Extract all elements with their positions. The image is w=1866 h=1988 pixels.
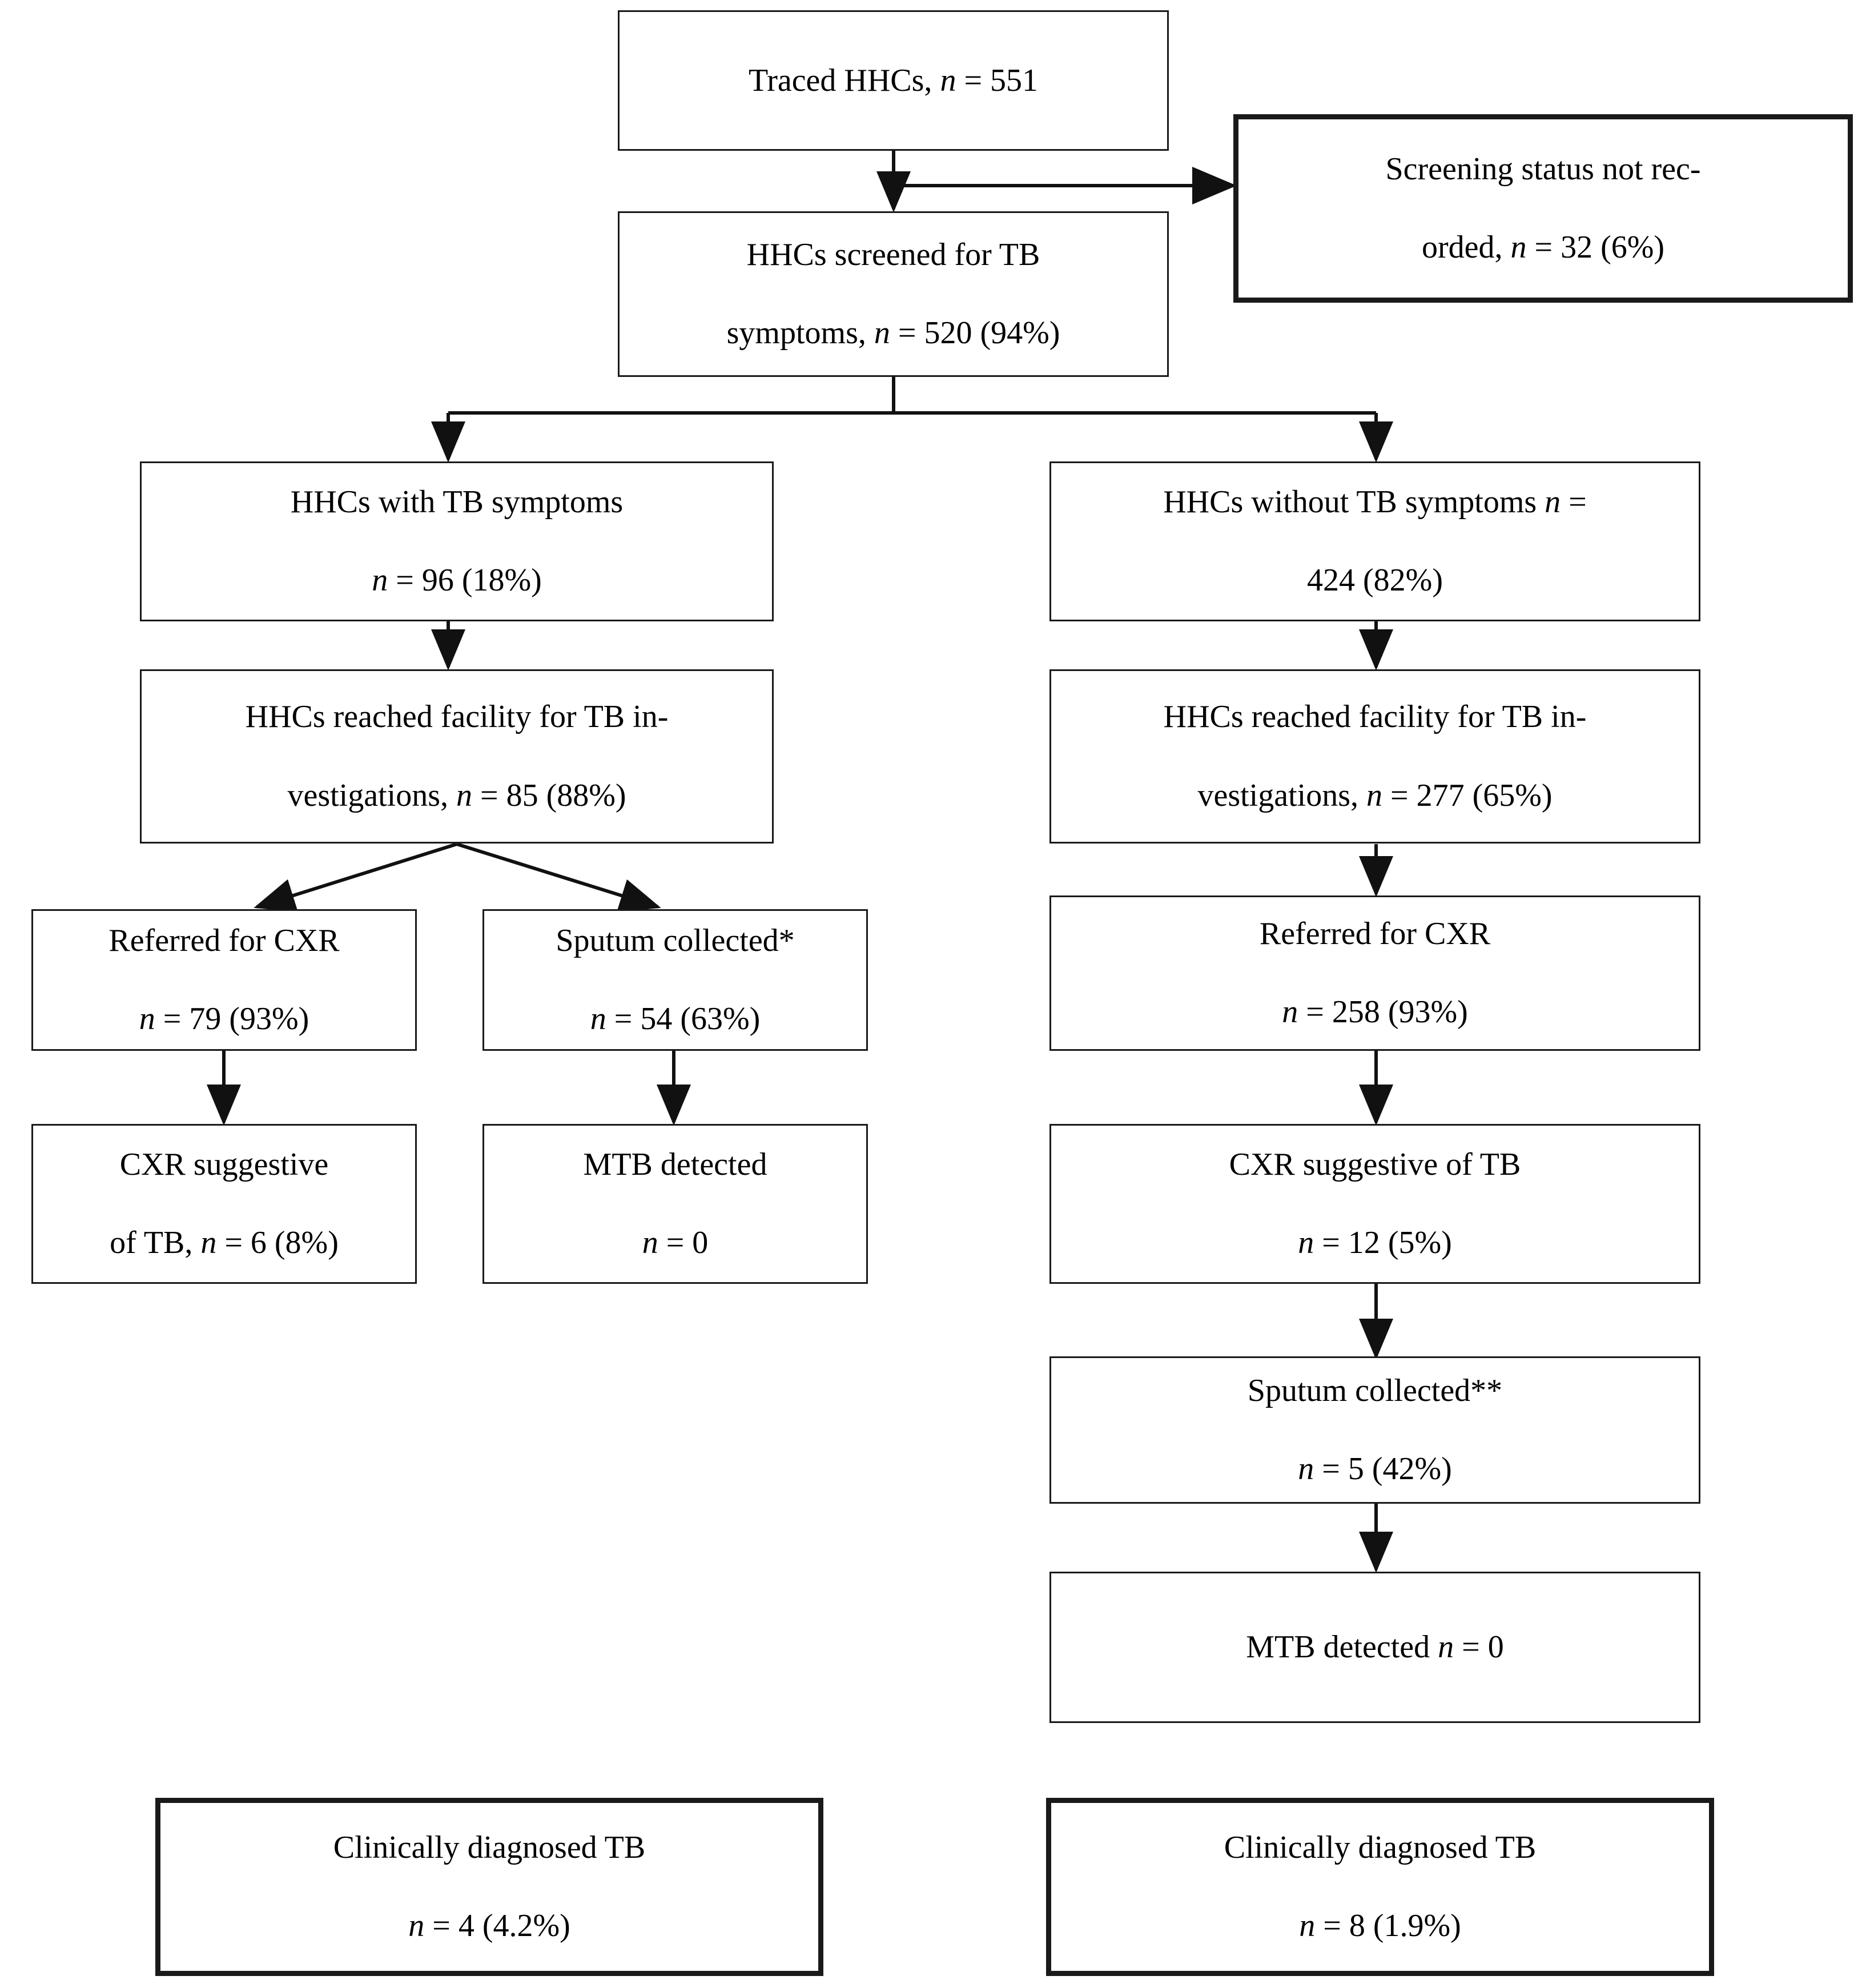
sputum-collected-symptomatic[interactable]: Sputum collected* n = 54 (63%): [482, 909, 868, 1051]
hhcs-without-sym-line-1: 424 (82%): [1307, 563, 1443, 598]
edge-facility-left-split: [254, 842, 661, 912]
hhcs-with-sym-line-0: HHCs with TB symptoms: [290, 484, 624, 520]
diag-left-line-0: Clinically diagnosed TB: [333, 1829, 646, 1865]
cxr-suggestive-of-tb-symptomatic[interactable]: CXR suggestive of TB, n = 6 (8%): [31, 1124, 417, 1284]
sputum-right-line-0: Sputum collected**: [1247, 1372, 1503, 1408]
facility-right-line-0: HHCs reached facility for TB in-: [1163, 699, 1587, 735]
hhcs-screened-line-1: symptoms, n = 520 (94%): [726, 315, 1060, 351]
facility-right-line-1: vestigations, n = 277 (65%): [1197, 777, 1553, 813]
cxr-sugg-right-line-0: CXR suggestive of TB: [1229, 1146, 1521, 1182]
facility-left-line-1: vestigations, n = 85 (88%): [287, 777, 626, 813]
cxr-left-line-0: Referred for CXR: [108, 922, 340, 958]
mtb-left-line-1: n = 0: [642, 1225, 709, 1260]
traced-hhcs-line-0: Traced HHCs, n = 551: [748, 62, 1039, 98]
sputum-collected-asymptomatic[interactable]: Sputum collected** n = 5 (42%): [1049, 1356, 1700, 1504]
mtb-left-line-0: MTB detected: [583, 1146, 767, 1182]
diag-left-line-1: n = 4 (4.2%): [408, 1908, 570, 1943]
hhcs-without-sym-line-0: HHCs without TB symptoms n =: [1163, 484, 1587, 520]
clinically-diagnosed-tb-asymptomatic[interactable]: Clinically diagnosed TB n = 8 (1.9%): [1046, 1798, 1714, 1976]
cxr-suggestive-of-tb-asymptomatic[interactable]: CXR suggestive of TB n = 12 (5%): [1049, 1124, 1700, 1284]
hhcs-screened-line-0: HHCs screened for TB: [746, 236, 1040, 272]
cxr-sugg-left-line-0: CXR suggestive: [119, 1146, 329, 1182]
facility-left-line-0: HHCs reached facility for TB in-: [245, 699, 669, 735]
screening-status-not-recorded-line-0: Screening status not rec-: [1385, 151, 1701, 187]
sputum-right-line-1: n = 5 (42%): [1298, 1451, 1452, 1487]
mtb-detected-asymptomatic[interactable]: MTB detected n = 0: [1049, 1572, 1700, 1723]
referred-for-cxr-symptomatic[interactable]: Referred for CXR n = 79 (93%): [31, 909, 417, 1051]
hhcs-without-tb-symptoms[interactable]: HHCs without TB symptoms n = 424 (82%): [1049, 461, 1700, 621]
cxr-sugg-left-line-1: of TB, n = 6 (8%): [110, 1225, 339, 1260]
mtb-detected-symptomatic[interactable]: MTB detected n = 0: [482, 1124, 868, 1284]
clinically-diagnosed-tb-symptomatic[interactable]: Clinically diagnosed TB n = 4 (4.2%): [155, 1798, 823, 1976]
hhcs-with-tb-symptoms[interactable]: HHCs with TB symptoms n = 96 (18%): [140, 461, 774, 621]
screening-status-not-recorded[interactable]: Screening status not rec- orded, n = 32 …: [1233, 114, 1853, 303]
hhcs-screened-for-tb-symptoms[interactable]: HHCs screened for TB symptoms, n = 520 (…: [618, 211, 1169, 377]
referred-for-cxr-asymptomatic[interactable]: Referred for CXR n = 258 (93%): [1049, 895, 1700, 1051]
diag-right-line-1: n = 8 (1.9%): [1299, 1908, 1461, 1943]
cxr-right-line-1: n = 258 (93%): [1282, 994, 1468, 1030]
hhcs-reached-facility-asymptomatic[interactable]: HHCs reached facility for TB in- vestiga…: [1049, 669, 1700, 844]
diag-right-line-0: Clinically diagnosed TB: [1224, 1829, 1537, 1865]
hhcs-reached-facility-symptomatic[interactable]: HHCs reached facility for TB in- vestiga…: [140, 669, 774, 844]
cxr-sugg-right-line-1: n = 12 (5%): [1298, 1225, 1452, 1260]
sputum-left-line-0: Sputum collected*: [556, 922, 795, 958]
traced-hhcs[interactable]: Traced HHCs, n = 551: [618, 10, 1169, 151]
sputum-left-line-1: n = 54 (63%): [590, 1001, 761, 1037]
cxr-left-line-1: n = 79 (93%): [139, 1001, 309, 1037]
screening-status-not-recorded-line-1: orded, n = 32 (6%): [1421, 230, 1665, 265]
cxr-right-line-0: Referred for CXR: [1259, 915, 1491, 951]
hhcs-with-sym-line-1: n = 96 (18%): [372, 563, 542, 598]
mtb-right-line-0: MTB detected n = 0: [1246, 1629, 1504, 1665]
